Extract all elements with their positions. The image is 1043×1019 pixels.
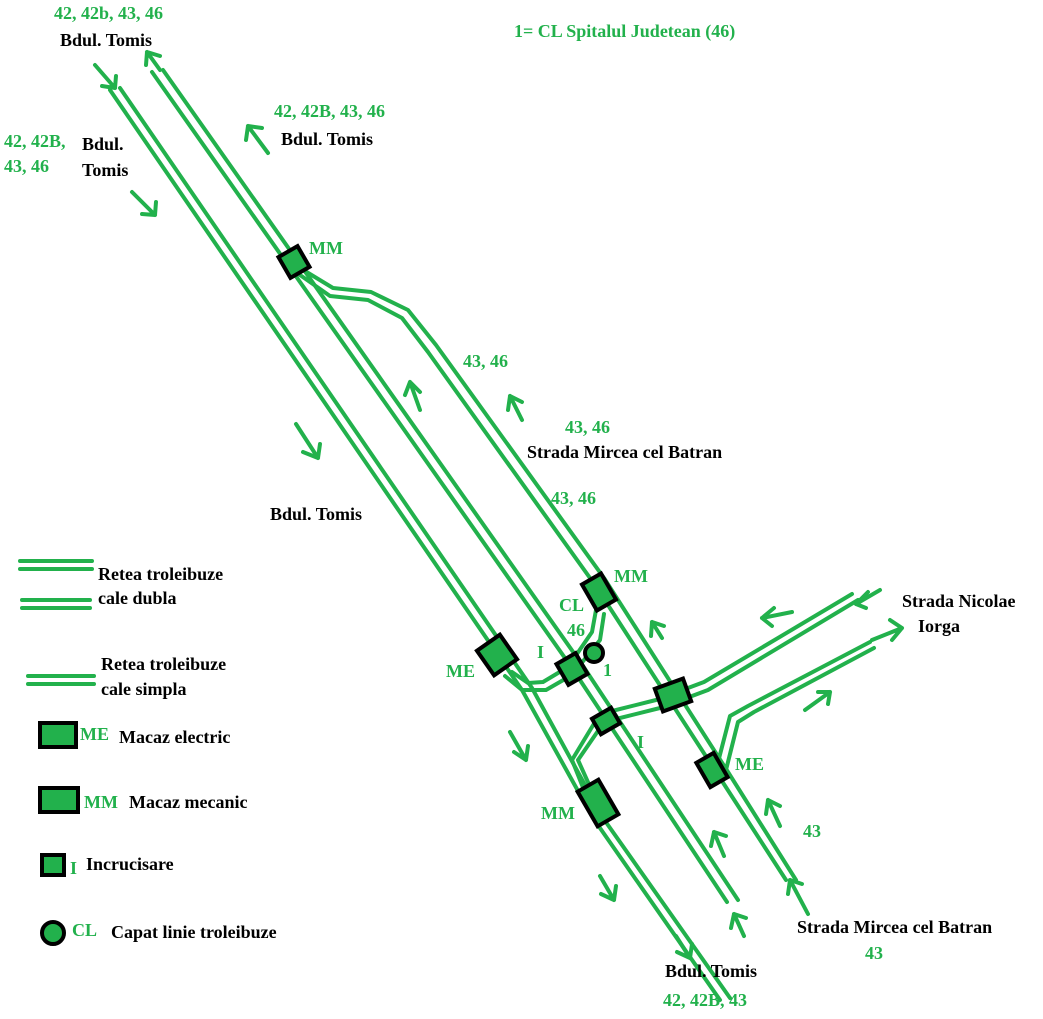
arrow-up xyxy=(144,50,162,72)
nicolae-lower-b xyxy=(724,646,876,772)
street-tomis-bottom: Bdul. Tomis xyxy=(665,961,757,981)
macaz-electric-right xyxy=(693,750,731,790)
tomis-track-right-b xyxy=(161,68,740,902)
crossing-lower xyxy=(589,704,623,738)
street-left-line1: Bdul. xyxy=(82,134,124,154)
street-nicolae-line2: Iorga xyxy=(918,616,960,636)
label-i-upper: I xyxy=(537,642,544,662)
label-cl: CL xyxy=(559,595,584,615)
routes-mircea-a: 43, 46 xyxy=(463,351,508,371)
label-mm-mid: MM xyxy=(614,566,648,586)
macaz-mecanic-mid xyxy=(579,570,619,614)
label-mm-bottom: MM xyxy=(541,803,575,823)
street-tomis-mid: Bdul. Tomis xyxy=(270,504,362,524)
legend-single-text2: cale simpla xyxy=(101,679,187,699)
nicolae-lower-a xyxy=(714,640,872,772)
street-tomis-top: Bdul. Tomis xyxy=(60,30,152,50)
routes-mircea-c: 43, 46 xyxy=(551,488,596,508)
label-cl-route: 46 xyxy=(567,620,585,640)
legend-double-text1: Retea troleibuze xyxy=(98,564,223,584)
legend-i-box xyxy=(40,853,66,877)
street-tomis-upper: Bdul. Tomis xyxy=(281,129,373,149)
legend-i-text: Incrucisare xyxy=(86,854,174,874)
route-43-right: 43 xyxy=(803,821,821,841)
street-mircea-lower: Strada Mircea cel Batran xyxy=(797,917,992,937)
label-cl-number: 1 xyxy=(603,660,612,680)
nicolae-upper-b xyxy=(606,592,854,714)
arrow-up xyxy=(244,124,270,155)
cl-loop-b xyxy=(510,608,598,685)
legend-i-tag: I xyxy=(70,858,77,878)
legend-me-text: Macaz electric xyxy=(119,727,230,747)
arrow-right xyxy=(870,618,904,642)
label-i-lower: I xyxy=(637,732,644,752)
arrow-up xyxy=(729,912,748,938)
legend-single-text1: Retea troleibuze xyxy=(101,654,226,674)
macaz-electric-left xyxy=(474,631,520,679)
routes-left-line2: 43, 46 xyxy=(4,156,49,176)
legend-double-text2: cale dubla xyxy=(98,588,177,608)
arrow-up xyxy=(649,620,666,640)
tomis-track-left-b xyxy=(118,86,732,1000)
arrow-down xyxy=(130,190,158,217)
street-left-line2: Tomis xyxy=(82,160,128,180)
routes-left-line1: 42, 42B, xyxy=(4,131,66,151)
nodes xyxy=(275,243,731,830)
routes-tomis-upper: 42, 42B, 43, 46 xyxy=(274,101,385,121)
crossing-upper xyxy=(553,650,591,688)
legend-cl-text: Capat linie troleibuze xyxy=(111,922,277,942)
capat-linie-circle xyxy=(583,642,605,664)
routes-top-left: 42, 42b, 43, 46 xyxy=(54,3,163,23)
routes-tomis-bottom: 42, 42B, 43 xyxy=(663,990,747,1010)
macaz-mecanic-bottom xyxy=(574,776,622,830)
arrow-up xyxy=(403,380,422,412)
route-mircea-lower: 43 xyxy=(865,943,883,963)
legend: Retea troleibuze cale dubla Retea trolei… xyxy=(18,559,277,946)
legend-mm-box xyxy=(38,786,80,814)
arrow-down xyxy=(508,730,530,762)
direction-arrows xyxy=(93,50,904,960)
street-mircea: Strada Mircea cel Batran xyxy=(527,442,722,462)
arrow-down xyxy=(674,934,694,960)
arrow-up xyxy=(764,798,782,828)
arrow-up xyxy=(786,878,810,916)
arrow-up xyxy=(709,830,728,858)
tomis-track-left-a xyxy=(108,88,722,1002)
arrow-down xyxy=(598,874,618,902)
legend-me-box xyxy=(38,721,78,749)
tracks xyxy=(108,68,876,1002)
label-me-right: ME xyxy=(735,754,764,774)
terminus-note: 1= CL Spitalul Judetean (46) xyxy=(514,21,735,42)
mircea-branch-b xyxy=(298,266,798,882)
map-labels: 42, 42b, 43, 46 Bdul. Tomis 1= CL Spital… xyxy=(4,3,1015,1010)
junction-box-right xyxy=(652,676,694,714)
arrow-right xyxy=(803,690,832,712)
arrow-down xyxy=(93,63,118,90)
label-mm-top: MM xyxy=(309,238,343,258)
legend-mm-tag: MM xyxy=(84,792,118,812)
macaz-mecanic-top xyxy=(275,243,313,281)
mircea-branch-a xyxy=(298,273,788,882)
legend-cl-circle xyxy=(40,920,66,946)
legend-cl-tag: CL xyxy=(72,920,97,940)
routes-mircea-b: 43, 46 xyxy=(565,417,610,437)
arrow-down xyxy=(294,422,322,460)
arrow-left xyxy=(854,588,882,610)
label-me-left: ME xyxy=(446,661,475,681)
street-nicolae-line1: Strada Nicolae xyxy=(902,591,1015,611)
legend-mm-text: Macaz mecanic xyxy=(129,792,247,812)
tomis-track-right-a xyxy=(150,70,729,904)
arrow-left xyxy=(760,606,794,628)
cl-loop-a xyxy=(503,612,606,692)
arrow-up xyxy=(506,394,524,422)
legend-me-tag: ME xyxy=(80,724,109,744)
